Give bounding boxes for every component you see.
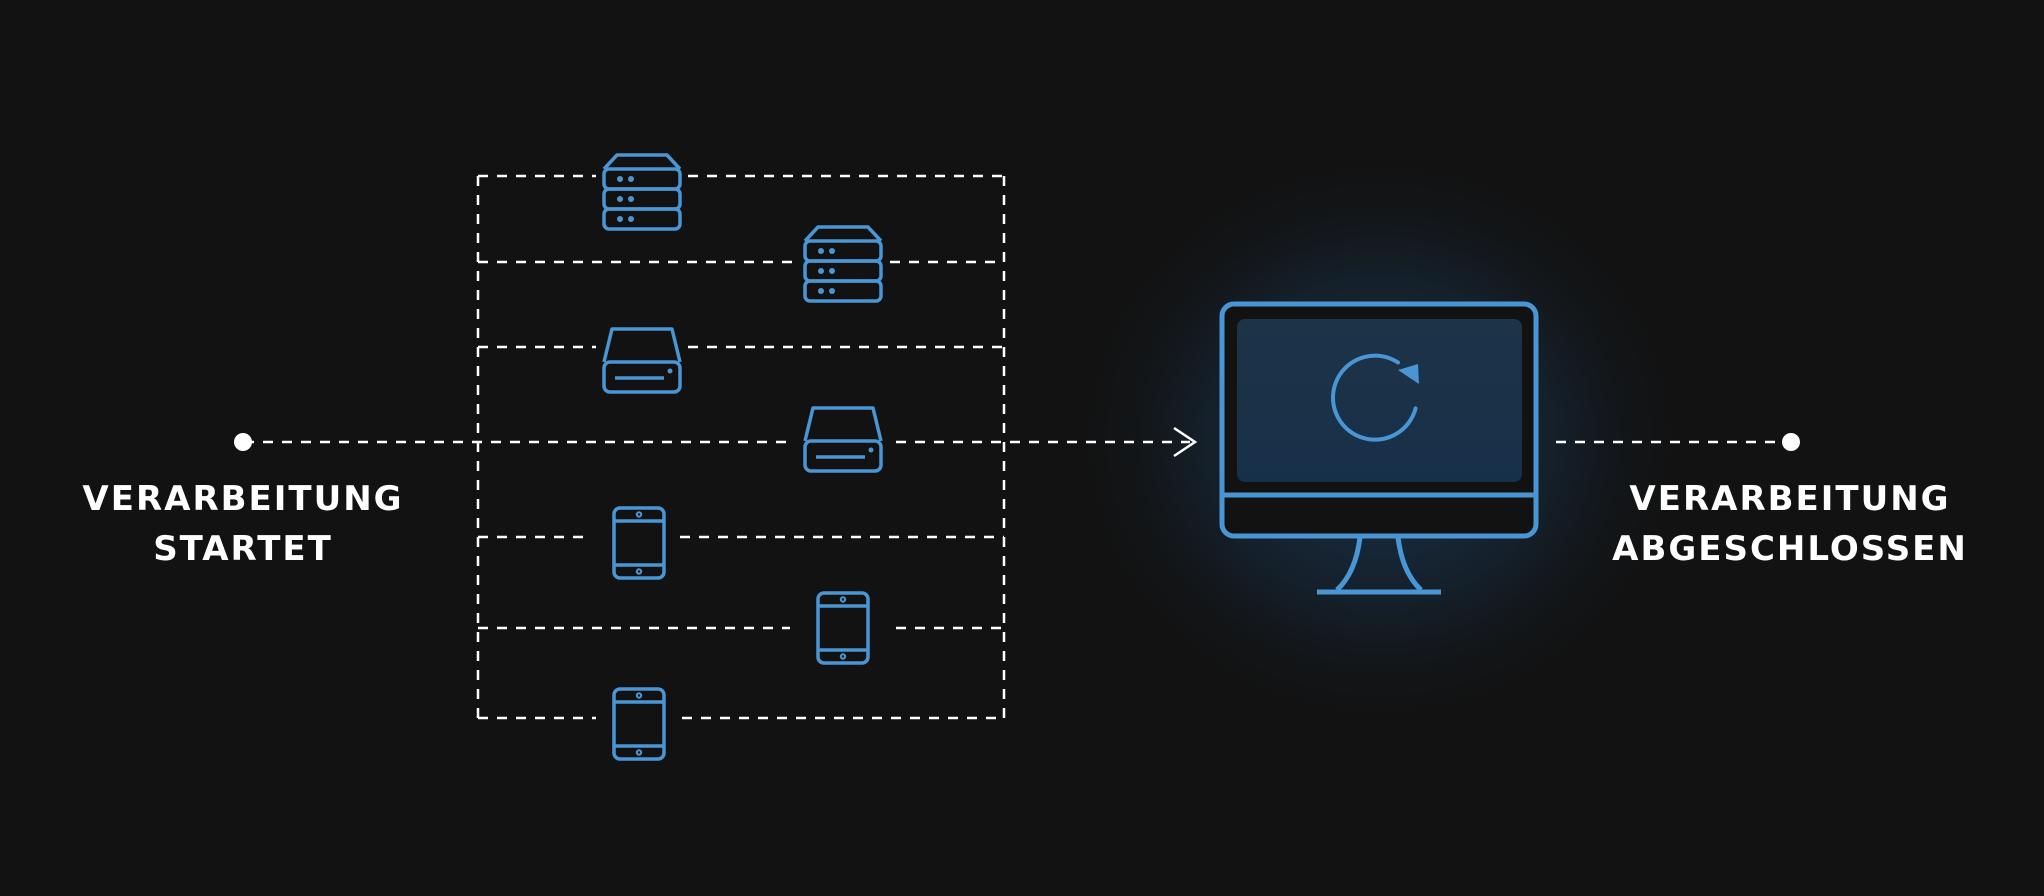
start-label-line-1: VERARBEITUNG [82,479,404,519]
tablet-icon [816,591,870,665]
start-label: VERARBEITUNG STARTET [60,474,426,574]
monitor-screen [1237,319,1522,482]
refresh-icon [1331,353,1419,442]
server-icon [602,153,682,231]
tablet-icon [612,506,666,580]
start-node [234,433,252,451]
end-label: VERARBEITUNG ABGESCHLOSSEN [1610,474,1970,574]
source-grid [476,174,1006,720]
end-node [1782,433,1800,451]
monitor-icon [1219,301,1539,595]
hard-drive-icon [803,406,883,473]
flow-arrowhead [1173,426,1198,458]
hard-drive-icon [602,327,682,394]
server-icon [803,225,883,303]
end-label-line-2: ABGESCHLOSSEN [1612,529,1968,569]
tablet-icon [612,687,666,761]
end-label-line-1: VERARBEITUNG [1629,479,1951,519]
start-label-line-2: STARTET [153,529,333,569]
